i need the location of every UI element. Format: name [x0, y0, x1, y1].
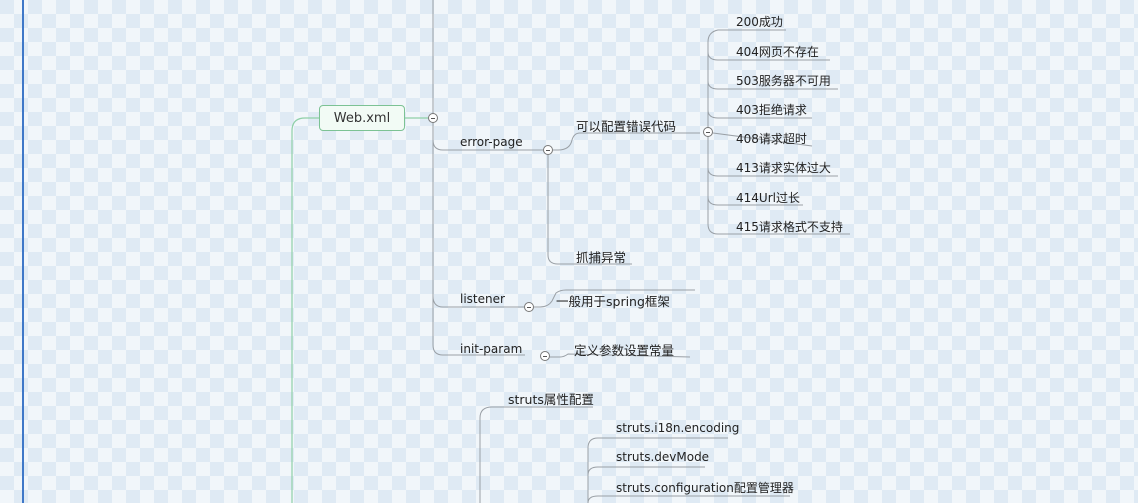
struts-child[interactable]: struts.devMode	[616, 450, 710, 464]
listener-child[interactable]: 一般用于spring框架	[556, 294, 670, 309]
collapse-toggle-codes[interactable]	[703, 127, 713, 137]
collapse-toggle-listener[interactable]	[524, 302, 534, 312]
code-item[interactable]: 403拒绝请求	[736, 103, 807, 117]
struts-child[interactable]: struts.configuration配置管理器	[616, 481, 794, 495]
code-item[interactable]: 200成功	[736, 15, 783, 29]
branch-listener[interactable]: listener	[460, 292, 505, 306]
outline-edge-bar	[22, 0, 24, 503]
init-param-child[interactable]: 定义参数设置常量	[574, 343, 675, 358]
root-node-webxml[interactable]: Web.xml	[319, 105, 405, 131]
code-item[interactable]: 503服务器不可用	[736, 74, 831, 88]
branch-init-param[interactable]: init-param	[460, 342, 523, 356]
root-node-label: Web.xml	[333, 110, 391, 126]
collapse-toggle-init-param[interactable]	[540, 351, 550, 361]
collapse-toggle-webxml[interactable]	[428, 113, 438, 123]
code-item[interactable]: 414Url过长	[736, 191, 800, 205]
collapse-toggle-error-page[interactable]	[543, 145, 553, 155]
code-item[interactable]: 408请求超时	[736, 132, 807, 146]
branch-struts-config[interactable]: struts属性配置	[508, 392, 594, 407]
struts-child[interactable]: struts.i18n.encoding	[616, 421, 740, 435]
code-item[interactable]: 415请求格式不支持	[736, 220, 843, 234]
branch-configurable-codes[interactable]: 可以配置错误代码	[576, 119, 677, 134]
code-item[interactable]: 413请求实体过大	[736, 161, 831, 175]
code-item[interactable]: 404网页不存在	[736, 45, 819, 59]
branch-catch-exception[interactable]: 抓捕异常	[576, 250, 627, 265]
branch-error-page[interactable]: error-page	[460, 135, 523, 149]
